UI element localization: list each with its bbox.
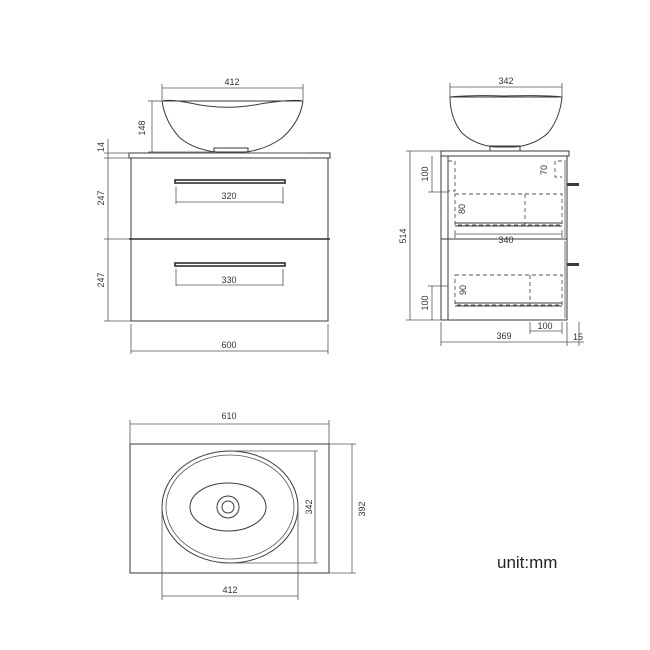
top-basin-width-label: 412 (222, 585, 237, 595)
side-upper-offset-label: 100 (420, 166, 430, 181)
front-upper-handle-dimension: 320 (175, 187, 284, 204)
side-lower-knob (567, 263, 579, 266)
top-depth-dimension: 392 (329, 443, 367, 574)
top-width-label: 610 (221, 411, 236, 421)
top-basin-width-dimension: 412 (161, 507, 299, 600)
unit-label: unit:mm (497, 553, 557, 572)
front-basin-width-dimension: 412 (161, 77, 304, 100)
side-basin-depth-dimension: 342 (449, 76, 563, 97)
side-cabinet-body (440, 155, 568, 321)
side-lower-drawer-box (454, 274, 563, 307)
top-basin-outer (161, 450, 299, 564)
side-cabinet-depth-label: 369 (496, 331, 511, 341)
top-depth-label: 392 (357, 501, 367, 516)
top-basin-depth-label: 342 (304, 499, 314, 514)
top-basin-bowl (189, 482, 267, 532)
front-countertop (128, 152, 331, 159)
top-basin-inner (165, 454, 295, 560)
front-upper-handle-label: 320 (221, 191, 236, 201)
side-countertop (440, 150, 570, 157)
front-cabinet-width-label: 600 (221, 340, 236, 350)
side-lower-offset-label: 100 (420, 295, 430, 310)
front-top-thickness-label: 14 (96, 142, 106, 152)
side-upper-drawer-box (448, 160, 563, 227)
side-inner-dimensions: 80 70 340 90 (447, 165, 563, 295)
front-upper-handle (174, 179, 286, 184)
side-lower-drawer-box-label: 90 (458, 285, 468, 295)
side-upper-drawer-box-label: 80 (457, 204, 467, 214)
front-view: 412 148 320 330 (96, 77, 331, 354)
front-lower-handle-label: 330 (221, 275, 236, 285)
top-drain-inner (221, 500, 235, 514)
front-lower-drawer-height-label: 247 (96, 272, 106, 287)
front-left-height-dimensions: 14 247 247 (96, 139, 131, 322)
side-rear-offset-label: 100 (537, 321, 552, 331)
front-basin-bowl (161, 99, 304, 153)
top-width-dimension: 610 (129, 411, 330, 444)
top-basin-depth-dimension: 342 (230, 450, 318, 564)
top-drain-outer (216, 495, 240, 519)
side-drawer-depth-label: 340 (498, 235, 513, 245)
side-front-thickness-label: 15 (573, 332, 583, 342)
top-view: 610 392 342 412 (129, 411, 367, 600)
front-basin-width-label: 412 (224, 77, 239, 87)
front-lower-handle (174, 262, 286, 267)
top-countertop-outline (129, 443, 330, 574)
side-view: 342 80 (398, 76, 584, 346)
side-bottom-dimensions: 369 15 100 (440, 321, 584, 346)
side-upper-drawer-inner-label: 70 (539, 165, 549, 175)
front-upper-drawer-height-label: 247 (96, 190, 106, 205)
front-cabinet-width-dimension: 600 (130, 324, 329, 354)
side-basin-bowl (449, 95, 563, 148)
side-left-height-dimensions: 514 100 100 (398, 150, 448, 321)
front-basin-height-label: 148 (137, 120, 147, 135)
side-basin-depth-label: 342 (498, 76, 513, 86)
side-total-height-label: 514 (398, 228, 408, 243)
front-lower-handle-dimension: 330 (175, 269, 284, 286)
side-upper-knob (567, 183, 579, 186)
front-basin-height-dimension: 148 (137, 100, 214, 153)
